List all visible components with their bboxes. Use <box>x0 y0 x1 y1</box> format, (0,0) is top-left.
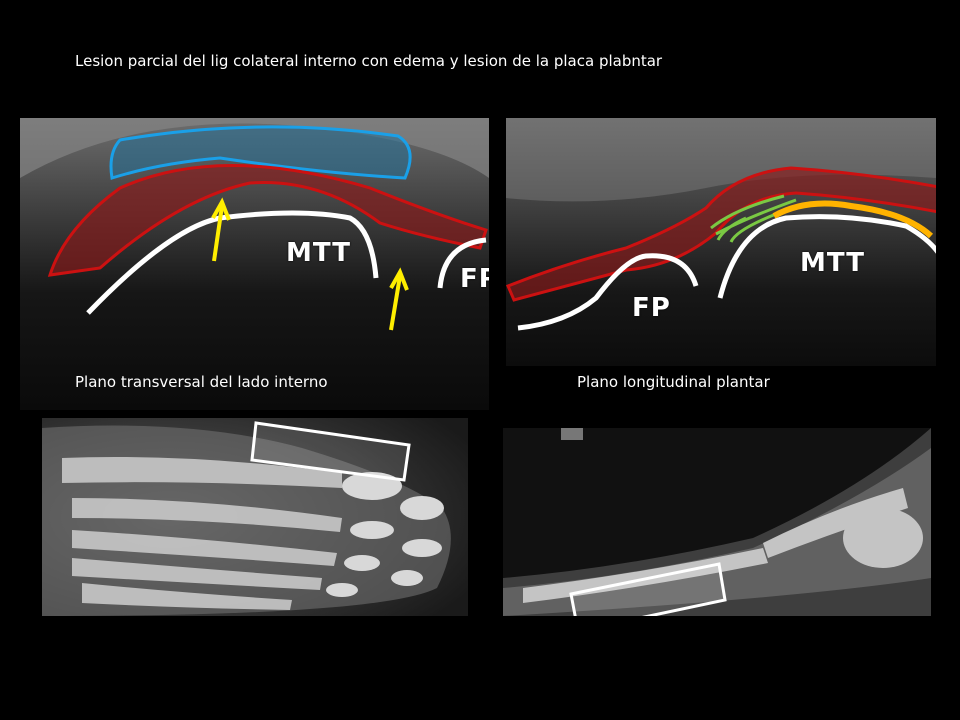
region-box <box>569 562 727 616</box>
yellow-arrow-icon <box>211 197 231 262</box>
fp-label: FP <box>632 293 671 323</box>
plantar-plate-outline <box>506 166 936 302</box>
radiograph-lateral-panel <box>503 428 931 616</box>
ultrasound-longitudinal-panel: MTT FP <box>506 118 936 366</box>
radiograph-ap-image <box>42 418 468 616</box>
mtt-bone-outline <box>717 214 936 299</box>
mtt-bone-outline <box>86 210 379 315</box>
fp-tendon-outline <box>437 237 487 289</box>
caption-transverse: Plano transversal del lado interno <box>75 373 328 391</box>
ultrasound-transverse-image <box>20 118 489 410</box>
ligament-edema-outline <box>47 164 488 277</box>
radiograph-ap-panel <box>42 418 468 616</box>
ultrasound-longitudinal-image <box>506 118 936 366</box>
region-box <box>250 421 411 482</box>
fp-tendon-outline <box>517 253 699 331</box>
fp-label: FP <box>460 264 489 294</box>
cartilage-outline <box>772 200 934 239</box>
ultrasound-transverse-panel: MTT FP <box>20 118 489 410</box>
radiograph-lateral-image <box>503 428 931 616</box>
page-title: Lesion parcial del lig colateral interno… <box>75 52 663 70</box>
caption-longitudinal: Plano longitudinal plantar <box>577 373 770 391</box>
edema-outline <box>109 125 412 180</box>
mtt-label: MTT <box>800 248 865 278</box>
plantar-plate-tear-outline <box>710 194 797 243</box>
mtt-label: MTT <box>286 238 351 268</box>
yellow-arrow-icon <box>389 267 409 331</box>
